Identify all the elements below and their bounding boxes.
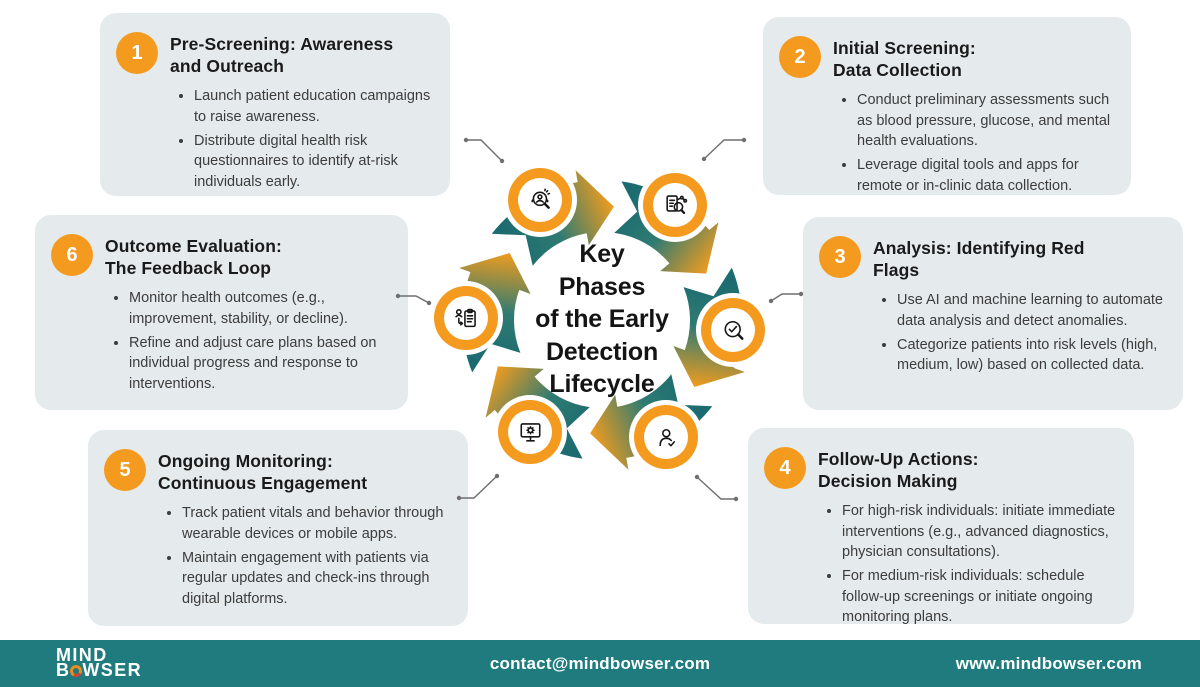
monitor-gear-icon xyxy=(498,400,562,464)
bullet-item: Distribute digital health risk questionn… xyxy=(194,131,434,192)
connector-arrow-phase5 xyxy=(456,473,500,501)
phase-title-line: and Outreach xyxy=(170,56,285,77)
bullet-item: Launch patient education campaigns to ra… xyxy=(194,86,434,127)
title-line: Key xyxy=(579,240,625,268)
document-search-icon xyxy=(643,173,707,237)
magnifier-check-icon xyxy=(701,298,765,362)
phase-bullets: Launch patient education campaigns to ra… xyxy=(100,86,450,191)
phase-title-line: Data Collection xyxy=(833,60,962,81)
connector-arrow-phase3 xyxy=(768,291,804,304)
phase-number-badge: 2 xyxy=(779,36,821,78)
title-line: Phases xyxy=(558,272,646,301)
phase-title-line: Flags xyxy=(873,260,920,281)
connector-arrow-phase6 xyxy=(395,293,432,306)
bullet-item: For medium-risk individuals: schedule fo… xyxy=(842,566,1118,627)
connector-arrow-phase4 xyxy=(694,474,739,502)
title-line: Lifecycle xyxy=(549,370,655,398)
phase-card-4: 4 Follow-Up Actions:Decision Making For … xyxy=(748,428,1134,627)
logo-text: WSER xyxy=(82,660,143,680)
title-line: Detection xyxy=(545,337,659,366)
title-line: of the Early xyxy=(535,305,669,333)
phase-title-line: Follow-Up Actions: xyxy=(818,449,979,469)
phase-title: Follow-Up Actions:Decision Making xyxy=(818,447,979,492)
bullet-item: Track patient vitals and behavior throug… xyxy=(182,503,452,544)
phase-bullets: For high-risk individuals: initiate imme… xyxy=(748,501,1134,627)
icon-inner-circle xyxy=(653,183,697,227)
phase-bullets: Monitor health outcomes (e.g., improveme… xyxy=(35,288,408,393)
phase-title: Initial Screening:Data Collection xyxy=(833,36,976,81)
bullet-item: Refine and adjust care plans based on in… xyxy=(129,333,392,394)
bullet-item: Maintain engagement with patients via re… xyxy=(182,548,452,609)
bullet-item: Conduct preliminary assessments such as … xyxy=(857,90,1115,151)
bullet-item: Leverage digital tools and apps for remo… xyxy=(857,155,1115,196)
phase-title: Outcome Evaluation:The Feedback Loop xyxy=(105,234,282,279)
phase-card-6: 6 Outcome Evaluation:The Feedback Loop M… xyxy=(35,215,408,410)
phase-number-badge: 1 xyxy=(116,32,158,74)
person-check-icon xyxy=(634,405,698,469)
footer-bar: MIND B WSER contact@mindbowser.com www.mi… xyxy=(0,640,1200,687)
phase-bullets: Conduct preliminary assessments such as … xyxy=(763,90,1131,195)
contact-email: contact@mindbowser.com xyxy=(489,654,711,673)
people-search-icon xyxy=(508,168,572,232)
phase-number-badge: 6 xyxy=(51,234,93,276)
phase-title-line: Analysis: Identifying Red xyxy=(873,238,1085,258)
connector-arrow-phase2 xyxy=(701,137,747,162)
phase-title-line: Outcome Evaluation: xyxy=(105,236,282,256)
connector-arrow-phase1 xyxy=(463,137,505,164)
bullet-item: Monitor health outcomes (e.g., improveme… xyxy=(129,288,392,329)
phase-number-badge: 3 xyxy=(819,236,861,278)
icon-inner-circle xyxy=(508,410,552,454)
bullet-item: Use AI and machine learning to automate … xyxy=(897,290,1167,331)
bullet-item: Categorize patients into risk levels (hi… xyxy=(897,335,1167,376)
mindbowser-logo: MIND B WSER xyxy=(56,645,143,680)
phase-number-badge: 4 xyxy=(764,447,806,489)
phase-title-line: The Feedback Loop xyxy=(105,258,272,279)
icon-inner-circle xyxy=(711,308,755,352)
phase-title-line: Initial Screening: xyxy=(833,38,976,58)
phase-number-badge: 5 xyxy=(104,449,146,491)
phase-bullets: Use AI and machine learning to automate … xyxy=(803,290,1183,375)
phase-title-line: Continuous Engagement xyxy=(158,473,368,494)
clipboard-sync-icon xyxy=(434,286,498,350)
website-url: www.mindbowser.com xyxy=(955,654,1142,673)
logo-line-1: MIND xyxy=(56,645,108,665)
phase-title: Ongoing Monitoring:Continuous Engagement xyxy=(158,449,367,494)
phase-bullets: Track patient vitals and behavior throug… xyxy=(88,503,468,608)
bullet-item: For high-risk individuals: initiate imme… xyxy=(842,501,1118,562)
logo-line-2: B WSER xyxy=(56,660,143,680)
diagram-title: Key Phases of the Early Detection Lifecy… xyxy=(472,238,732,401)
logo-text: B xyxy=(56,660,71,680)
phase-title-line: Ongoing Monitoring: xyxy=(158,451,333,471)
icon-inner-circle xyxy=(518,178,562,222)
phase-card-2: 2 Initial Screening:Data Collection Cond… xyxy=(763,17,1131,195)
icon-inner-circle xyxy=(444,296,488,340)
icon-inner-circle xyxy=(644,415,688,459)
phase-title-line: Pre-Screening: Awareness xyxy=(170,34,394,54)
phase-title-line: Decision Making xyxy=(818,471,958,492)
phase-card-5: 5 Ongoing Monitoring:Continuous Engageme… xyxy=(88,430,468,626)
